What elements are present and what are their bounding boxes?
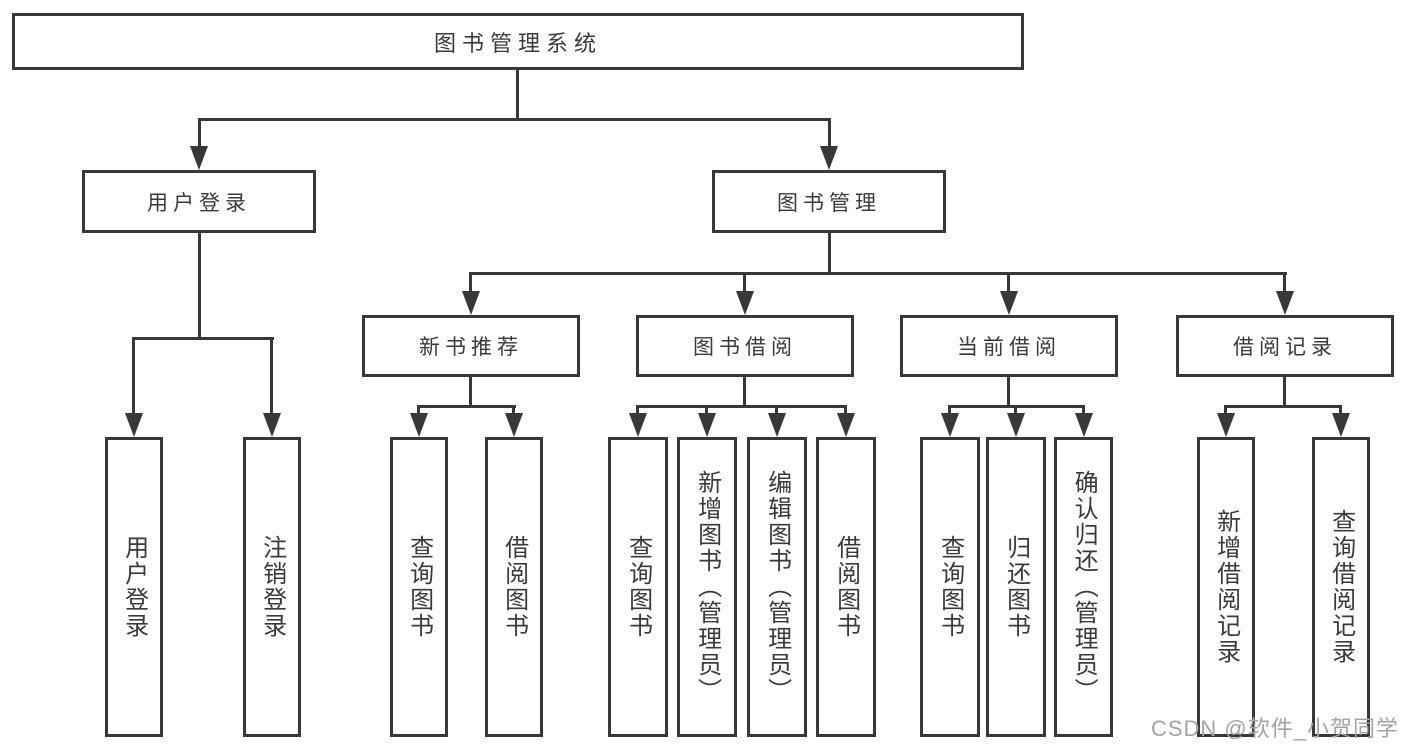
connector-vline <box>705 405 708 413</box>
leaf-label: 确认归还（管理员） <box>1070 470 1098 704</box>
leaf-label: 借阅图书 <box>500 535 528 639</box>
leaf-return-book: 归还图书 <box>986 437 1046 737</box>
arrow-down-icon <box>1332 413 1350 437</box>
leaf-label: 借阅图书 <box>832 535 860 639</box>
arrow-down-icon <box>125 413 143 437</box>
node-label: 用户登录 <box>147 191 251 215</box>
connector-vline <box>828 233 831 272</box>
leaf-label: 新增借阅记录 <box>1212 509 1240 665</box>
connector-vline <box>469 272 472 291</box>
arrow-down-icon <box>1075 413 1093 437</box>
connector-vline <box>469 377 472 405</box>
connector-vline <box>1224 405 1227 413</box>
connector-vline <box>743 272 746 291</box>
leaf-label: 归还图书 <box>1002 535 1030 639</box>
node-library-management-system: 图书管理系统 <box>12 13 1024 70</box>
arrow-down-icon <box>629 413 647 437</box>
arrow-down-icon <box>837 413 855 437</box>
connector-hline <box>198 118 831 121</box>
connector-vline <box>1007 272 1010 291</box>
arrow-down-icon <box>462 291 480 315</box>
connector-vline <box>1283 377 1286 405</box>
connector-vline <box>844 405 847 413</box>
connector-vline <box>417 405 420 413</box>
leaf-query-books-recommend: 查询图书 <box>390 437 448 737</box>
connector-hline <box>1225 405 1342 408</box>
arrow-down-icon <box>941 413 959 437</box>
leaf-label: 查询借阅记录 <box>1327 509 1355 665</box>
leaf-borrow-books-recommend: 借阅图书 <box>485 437 543 737</box>
connector-hline <box>418 405 516 408</box>
arrow-down-icon <box>263 413 281 437</box>
leaf-user-login: 用户登录 <box>105 437 163 737</box>
arrow-down-icon <box>736 291 754 315</box>
connector-vline <box>1283 272 1286 291</box>
node-new-book-recommendation: 新书推荐 <box>362 315 580 377</box>
arrow-down-icon <box>190 146 208 170</box>
connector-hline <box>637 405 847 408</box>
leaf-label: 新增图书（管理员） <box>693 470 721 704</box>
leaf-label: 查询图书 <box>936 535 964 639</box>
node-current-borrowing: 当前借阅 <box>900 315 1118 377</box>
leaf-query-books-current: 查询图书 <box>920 437 980 737</box>
watermark: CSDN @软件_小贺同学 <box>1150 716 1399 741</box>
arrow-down-icon <box>1000 291 1018 315</box>
connector-vline <box>1014 405 1017 413</box>
node-label: 新书推荐 <box>419 336 523 359</box>
arrow-down-icon <box>410 413 428 437</box>
leaf-label: 查询图书 <box>405 535 433 639</box>
connector-vline <box>198 118 201 146</box>
leaf-label: 用户登录 <box>120 535 148 639</box>
leaf-confirm-return-admin: 确认归还（管理员） <box>1054 437 1113 737</box>
connector-vline <box>516 70 519 118</box>
connector-hline <box>133 337 274 340</box>
node-book-borrowing: 图书借阅 <box>636 315 854 377</box>
node-label: 借阅记录 <box>1233 336 1337 359</box>
connector-vline <box>828 118 831 146</box>
connector-vline <box>132 337 135 413</box>
leaf-label: 查询图书 <box>624 535 652 639</box>
node-label: 图书管理 <box>777 191 881 215</box>
arrow-down-icon <box>768 413 786 437</box>
leaf-add-book-admin: 新增图书（管理员） <box>677 437 737 737</box>
node-label: 图书管理系统 <box>433 30 602 56</box>
leaf-label: 注销登录 <box>258 535 286 639</box>
arrow-down-icon <box>1217 413 1235 437</box>
connector-vline <box>636 405 639 413</box>
connector-vline <box>512 405 515 413</box>
leaf-edit-book-admin: 编辑图书（管理员） <box>747 437 807 737</box>
arrow-down-icon <box>820 146 838 170</box>
connector-vline <box>948 405 951 413</box>
connector-vline <box>1007 377 1010 405</box>
leaf-query-borrow-record: 查询借阅记录 <box>1312 437 1370 737</box>
leaf-logout: 注销登录 <box>243 437 301 737</box>
connector-vline <box>743 377 746 405</box>
arrow-down-icon <box>1007 413 1025 437</box>
leaf-label: 编辑图书（管理员） <box>763 470 791 704</box>
arrow-down-icon <box>1276 291 1294 315</box>
leaf-query-books-borrowing: 查询图书 <box>608 437 668 737</box>
connector-vline <box>198 233 201 337</box>
connector-hline <box>470 272 1287 275</box>
node-user-login: 用户登录 <box>82 170 316 233</box>
leaf-add-borrow-record: 新增借阅记录 <box>1197 437 1255 737</box>
arrow-down-icon <box>505 413 523 437</box>
connector-vline <box>1082 405 1085 413</box>
node-borrowing-records: 借阅记录 <box>1176 315 1394 377</box>
connector-vline <box>1339 405 1342 413</box>
node-label: 当前借阅 <box>957 336 1061 359</box>
connector-vline <box>270 337 273 413</box>
leaf-borrow-books-borrowing: 借阅图书 <box>816 437 876 737</box>
arrow-down-icon <box>698 413 716 437</box>
node-book-management: 图书管理 <box>712 170 946 233</box>
node-label: 图书借阅 <box>693 336 797 359</box>
connector-vline <box>775 405 778 413</box>
